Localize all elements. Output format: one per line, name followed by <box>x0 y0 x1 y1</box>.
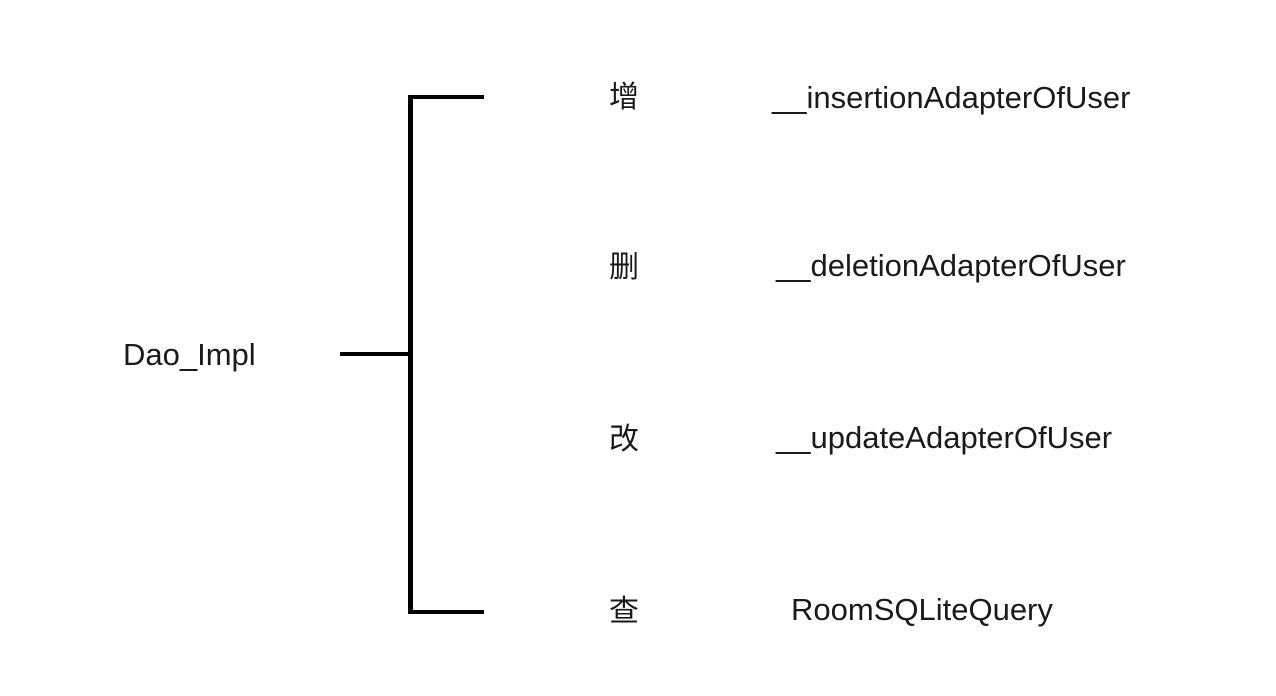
bracket-vertical-line <box>408 95 413 614</box>
operation-label-insert: 增 <box>609 80 639 115</box>
implementation-label-update: __updateAdapterOfUser <box>776 420 1113 455</box>
operation-label-query: 查 <box>609 594 639 629</box>
bracket-top-arm <box>408 95 484 99</box>
root-label: Dao_Impl <box>123 337 256 372</box>
implementation-label-insert: __insertionAdapterOfUser <box>772 80 1131 115</box>
operation-label-update: 改 <box>609 422 639 457</box>
implementation-label-query: RoomSQLiteQuery <box>791 592 1053 627</box>
bracket-bottom-arm <box>408 610 484 614</box>
implementation-label-delete: __deletionAdapterOfUser <box>776 248 1126 283</box>
root-connector-line <box>340 352 412 356</box>
operation-label-delete: 删 <box>609 250 639 285</box>
